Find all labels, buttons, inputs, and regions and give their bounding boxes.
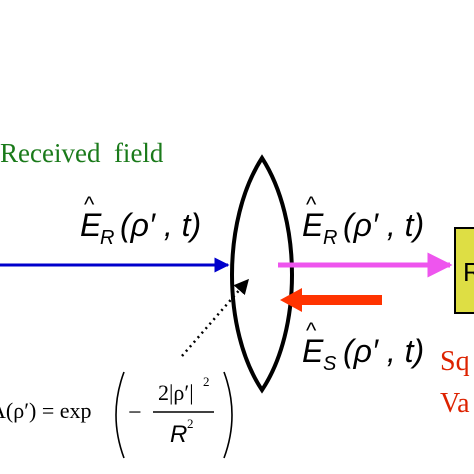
equation-denominator: R	[170, 421, 187, 448]
svg-text:R: R	[323, 227, 337, 249]
svg-text:E: E	[302, 207, 324, 243]
detector-box-label: R	[463, 257, 474, 287]
svg-text:^: ^	[306, 192, 317, 217]
svg-text:(ρ′ , t): (ρ′ , t)	[343, 333, 424, 369]
svg-text:^: ^	[306, 318, 317, 343]
squeezed-label-line1: Sq	[440, 346, 470, 377]
svg-text:R: R	[100, 227, 114, 249]
svg-text:(ρ′ , t): (ρ′ , t)	[120, 207, 201, 243]
equation-minus-sign: −	[128, 400, 142, 426]
svg-text:S: S	[323, 353, 337, 375]
incoming-field-symbol: E ^ R (ρ′ , t)	[80, 192, 201, 249]
squeezed-label-line2: Va	[440, 388, 470, 419]
equation-denominator-exponent: 2	[187, 416, 194, 431]
equation-lhs: A(ρ′) = exp	[0, 398, 92, 423]
svg-text:^: ^	[84, 192, 95, 217]
squeezed-arrow-shaft	[300, 295, 382, 305]
equation-numerator-exponent: 2	[203, 374, 210, 389]
aperture-pointer-dotted-line	[181, 278, 249, 357]
outgoing-field-symbol: E ^ R (ρ′ , t)	[302, 192, 424, 249]
svg-text:(ρ′ , t): (ρ′ , t)	[343, 207, 424, 243]
aperture-equation: A(ρ′) = exp − 2|ρ′| 2 R 2	[0, 371, 233, 459]
squeezed-field-symbol: E ^ S (ρ′ , t)	[302, 318, 424, 375]
svg-text:E: E	[80, 207, 102, 243]
svg-text:E: E	[302, 333, 324, 369]
received-field-label: Received field	[0, 138, 164, 168]
equation-numerator: 2|ρ′|	[158, 380, 194, 405]
squeezed-arrow-head	[280, 288, 302, 312]
detector-box	[454, 227, 474, 314]
lens-outline	[230, 154, 294, 394]
